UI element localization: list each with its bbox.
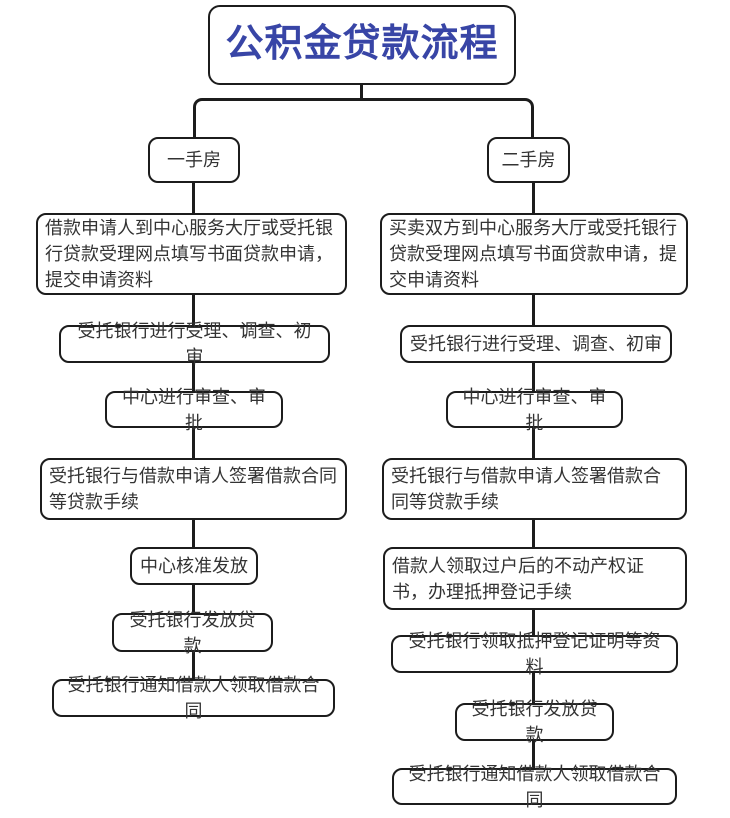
step-node-left-4: 受托银行与借款申请人签署借款合同等贷款手续 xyxy=(40,458,347,520)
branch-node-second-hand: 二手房 xyxy=(487,137,570,183)
connector xyxy=(192,293,195,327)
flowchart-title: 公积金贷款流程 xyxy=(208,5,516,85)
step-node-left-1: 借款申请人到中心服务大厅或受托银行贷款受理网点填写书面贷款申请，提交申请资料 xyxy=(36,213,347,295)
step-node-right-7: 受托银行发放贷款 xyxy=(455,699,614,745)
step-node-left-7: 受托银行通知借款人领取借款合同 xyxy=(52,675,335,721)
branch-node-first-hand: 一手房 xyxy=(148,137,240,183)
connector xyxy=(532,671,535,705)
connector xyxy=(532,293,535,327)
connector-branch-fork xyxy=(193,98,534,138)
step-node-left-2: 受托银行进行受理、调查、初审 xyxy=(59,321,330,367)
step-node-right-1: 买卖双方到中心服务大厅或受托银行贷款受理网点填写书面贷款申请，提交申请资料 xyxy=(380,213,688,295)
step-node-right-2: 受托银行进行受理、调查、初审 xyxy=(400,325,672,363)
connector xyxy=(532,181,535,215)
connector xyxy=(532,739,535,770)
connector xyxy=(532,361,535,393)
connector xyxy=(192,181,195,215)
step-node-left-5: 中心核准发放 xyxy=(130,547,258,585)
connector xyxy=(192,583,195,615)
step-node-right-8: 受托银行通知借款人领取借款合同 xyxy=(392,764,677,810)
step-node-left-6: 受托银行发放贷款 xyxy=(112,610,273,656)
connector xyxy=(532,608,535,637)
step-node-right-4: 受托银行与借款申请人签署借款合同等贷款手续 xyxy=(382,458,687,520)
connector xyxy=(532,426,535,460)
connector xyxy=(192,650,195,681)
connector xyxy=(532,518,535,549)
step-node-right-3: 中心进行审查、审批 xyxy=(446,387,623,433)
connector xyxy=(192,518,195,549)
step-node-right-5: 借款人领取过户后的不动产权证书，办理抵押登记手续 xyxy=(383,547,687,610)
connector-title-stub xyxy=(360,83,363,99)
step-node-left-3: 中心进行审查、审批 xyxy=(105,387,283,433)
connector xyxy=(192,361,195,393)
connector xyxy=(192,426,195,460)
step-node-right-6: 受托银行领取抵押登记证明等资料 xyxy=(391,631,678,677)
